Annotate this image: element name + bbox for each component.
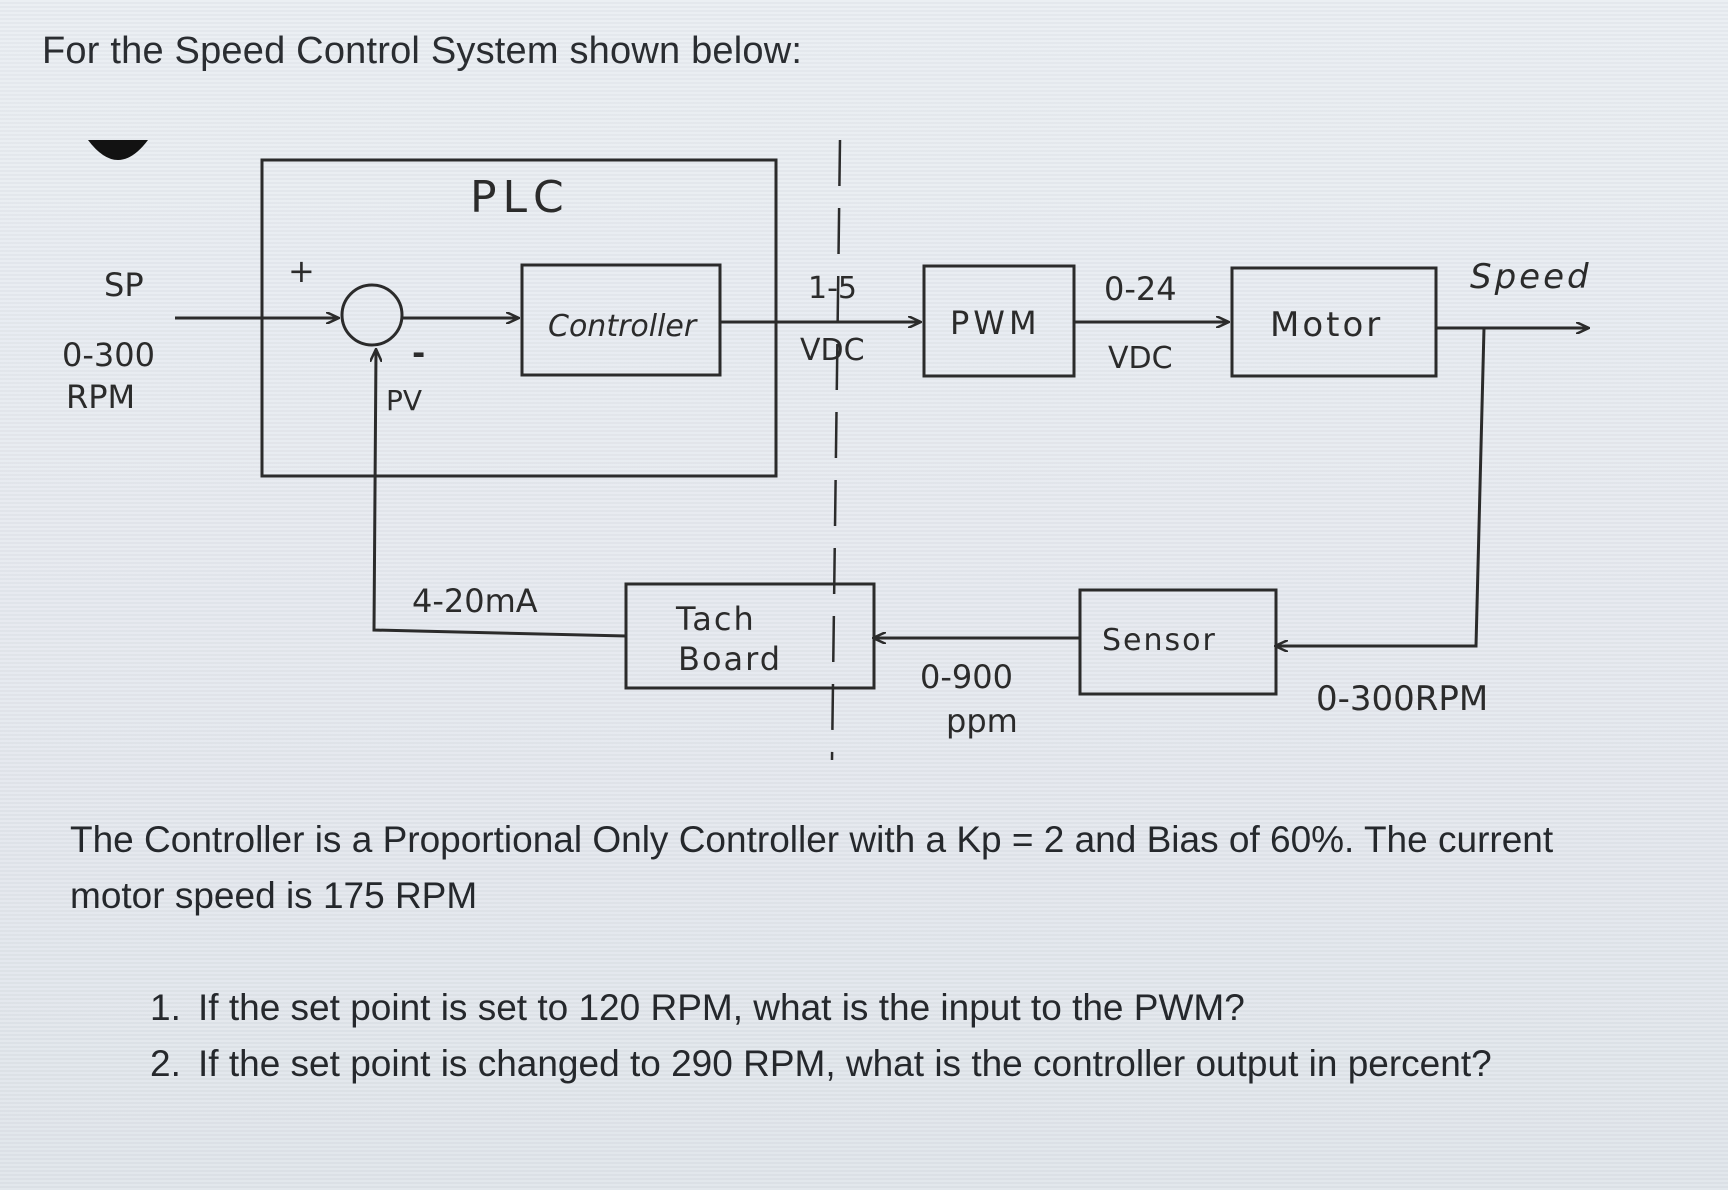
board-label: Board xyxy=(678,640,782,678)
block-diagram: PLC SP 0-300 RPM + - PV Controller 1-5 V… xyxy=(62,139,1728,761)
bullet-marker-icon xyxy=(88,140,148,160)
controller-box xyxy=(520,263,722,377)
page-heading: For the Speed Control System shown below… xyxy=(42,30,803,72)
question-number: 2. xyxy=(150,1043,181,1084)
question-number: 1. xyxy=(150,987,181,1028)
sensor-range-label: 0-300RPM xyxy=(1316,679,1488,719)
pwm-label: PWM xyxy=(950,304,1041,342)
speed-feedback-line xyxy=(1276,327,1486,646)
plc-label: PLC xyxy=(470,172,570,223)
sp-label: SP xyxy=(104,266,144,304)
pv-feedback-line xyxy=(374,350,627,638)
question-text: If the set point is changed to 290 RPM, … xyxy=(198,1043,1492,1084)
question-item: 1. If the set point is set to 120 RPM, w… xyxy=(150,980,1550,1036)
plus-sign: + xyxy=(288,252,315,290)
motor-box xyxy=(1230,266,1438,378)
question-item: 2. If the set point is changed to 290 RP… xyxy=(150,1036,1550,1092)
controller-label: Controller xyxy=(548,309,698,344)
signal-1-5-label: 1-5 xyxy=(808,271,857,306)
ppm-unit-label: ppm xyxy=(946,702,1018,740)
question-list: 1. If the set point is set to 120 RPM, w… xyxy=(150,980,1550,1092)
signal-vdc-label-2: VDC xyxy=(1108,341,1173,376)
ppm-range-label: 0-900 xyxy=(920,658,1013,696)
sensor-label: Sensor xyxy=(1102,623,1217,658)
signal-vdc-label-1: VDC xyxy=(800,333,865,368)
sensor-box xyxy=(1078,588,1278,696)
signal-4-20ma-label: 4-20mA xyxy=(412,582,538,620)
question-text: If the set point is set to 120 RPM, what… xyxy=(198,987,1245,1028)
pv-label: PV xyxy=(386,384,422,417)
sp-range-label: 0-300 xyxy=(62,336,155,374)
speed-label: Speed xyxy=(1470,257,1592,297)
summing-junction xyxy=(340,283,404,347)
dashed-divider xyxy=(830,139,842,761)
minus-sign: - xyxy=(412,334,425,372)
problem-statement: The Controller is a Proportional Only Co… xyxy=(70,819,1554,916)
signal-0-24-label: 0-24 xyxy=(1104,270,1177,308)
tach-label: Tach xyxy=(675,600,756,638)
sp-unit-label: RPM xyxy=(66,378,135,416)
motor-label: Motor xyxy=(1270,305,1383,345)
